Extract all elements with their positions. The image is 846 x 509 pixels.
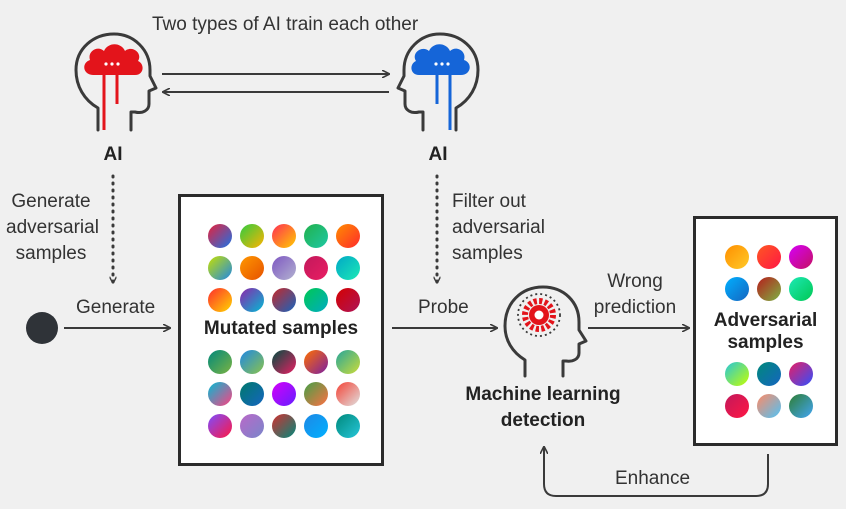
mutated-sample-swatch [240,288,264,312]
mutated-sample-swatch [272,224,296,248]
ml-detection-label: Machine learning detection [465,384,621,431]
mutated-sample-swatch [304,288,328,312]
mutated-sample-swatch [208,256,232,280]
mutated-sample-swatch [336,382,360,406]
enhance-label: Enhance [615,468,691,489]
adversarial-sample-swatch [757,277,781,301]
adversarial-samples-grid-bottom [696,359,835,443]
mutated-sample-swatch [240,414,264,438]
mutated-sample-swatch [304,382,328,406]
diagram-title: Two types of AI train each other [152,14,419,35]
mutated-sample-swatch [208,288,232,312]
mutated-sample-swatch [336,256,360,280]
enhance-arrow [544,447,769,497]
adversarial-sample-swatch [789,245,813,269]
mutated-sample-swatch [336,414,360,438]
adversarial-sample-swatch [757,362,781,386]
adversarial-samples-grid-top [696,219,835,305]
mutated-sample-swatch [272,256,296,280]
adversarial-samples-panel: Adversarial samples [693,216,838,446]
ai-head-right-icon [396,32,480,132]
brain-icon [411,44,470,75]
mutated-samples-grid-top [181,197,381,312]
adversarial-sample-swatch [757,394,781,418]
gear-icon [522,298,556,332]
start-dot-icon [26,312,58,344]
adversarial-sample-swatch [789,277,813,301]
probe-label: Probe [418,297,469,318]
ml-gear-ring [517,293,561,337]
mutated-sample-swatch [272,288,296,312]
adversarial-sample-swatch [789,394,813,418]
mutated-sample-swatch [336,224,360,248]
mutated-sample-swatch [304,224,328,248]
generate-label: Generate [76,297,156,318]
mutated-sample-swatch [240,224,264,248]
mutated-sample-swatch [304,350,328,374]
adversarial-sample-swatch [789,362,813,386]
wrong-prediction-label: Wrong prediction [593,271,677,318]
adversarial-sample-swatch [725,245,749,269]
adversarial-sample-swatch [725,362,749,386]
mutated-sample-swatch [272,350,296,374]
mutated-sample-swatch [240,256,264,280]
mutated-sample-swatch [272,414,296,438]
mutated-sample-swatch [240,382,264,406]
mutated-sample-swatch [208,350,232,374]
mutated-sample-swatch [208,224,232,248]
brain-icon [84,44,143,75]
mutated-sample-swatch [208,414,232,438]
filter-out-label: Filter out adversarial samples [452,191,545,264]
mutated-sample-swatch [240,350,264,374]
generate-adversarial-label: Generate adversarial samples [6,191,99,264]
mutated-panel-title: Mutated samples [203,318,359,339]
mutated-samples-panel: Mutated samples [178,194,384,466]
ai-left-label: AI [103,144,123,165]
mutated-samples-grid-bottom [181,347,381,463]
mutated-sample-swatch [208,382,232,406]
adversarial-sample-swatch [757,245,781,269]
ai-right-label: AI [428,144,448,165]
ml-detection-head-icon [503,285,588,378]
mutated-sample-swatch [336,350,360,374]
mutated-sample-swatch [304,256,328,280]
mutated-sample-swatch [336,288,360,312]
adversarial-sample-swatch [725,394,749,418]
ai-head-left-icon [74,32,158,132]
adversarial-panel-title: Adversarial samples [713,310,818,353]
adversarial-sample-swatch [725,277,749,301]
mutated-sample-swatch [272,382,296,406]
mutated-sample-swatch [304,414,328,438]
